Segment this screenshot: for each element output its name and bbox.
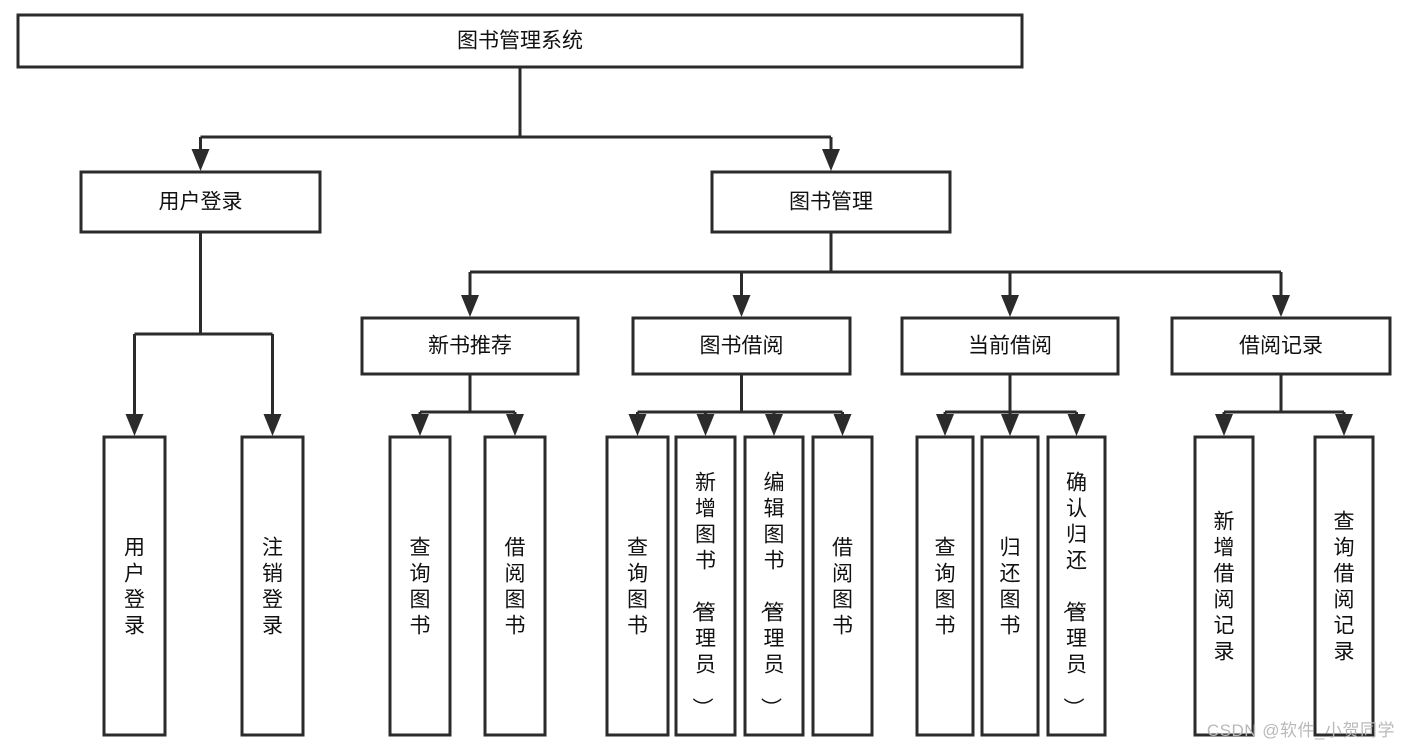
- node-leaf-借阅图书-3[interactable]: 借阅图书: [483, 435, 547, 737]
- node-leaf-查询借阅记录-12[interactable]: 查询借阅记录: [1313, 435, 1375, 737]
- arrow-to-leaf-3-1: [1001, 414, 1019, 436]
- node-label: 注销登录: [262, 536, 283, 637]
- node-l3-当前借阅-2[interactable]: 当前借阅: [900, 316, 1120, 376]
- node-box: [240, 435, 305, 737]
- node-box: [631, 316, 852, 376]
- node-box: [1170, 316, 1392, 376]
- arrow-to-leaf-3-0: [936, 414, 954, 436]
- node-box: [1313, 435, 1375, 737]
- arrow-to-leaf-0-1: [263, 414, 282, 436]
- connectors-layer: [125, 67, 1353, 436]
- node-box: [360, 316, 580, 376]
- arrow-to-leaf-2-2: [765, 414, 783, 436]
- node-leaf-用户登录-0[interactable]: 用户登录: [102, 435, 167, 737]
- node-label: 借阅图书: [832, 536, 853, 637]
- node-label: 查询借阅记录: [1334, 510, 1355, 663]
- node-label: 新书推荐: [428, 335, 512, 358]
- node-leaf-查询图书-2[interactable]: 查询图书: [388, 435, 452, 737]
- node-leaf-注销登录-1[interactable]: 注销登录: [240, 435, 305, 737]
- node-label: 借阅记录: [1239, 335, 1323, 358]
- node-box: [16, 13, 1024, 69]
- node-box: [79, 170, 322, 234]
- node-leaf-编辑图书管理员-6[interactable]: 编辑图书（管理员）: [743, 435, 805, 737]
- node-label: 查询图书: [627, 536, 648, 637]
- node-label: 编辑图书（管理员）: [759, 471, 785, 718]
- arrow-to-leaf-2-0: [628, 414, 647, 436]
- node-box: [980, 435, 1040, 737]
- arrow-to-leaf-1-1: [506, 414, 524, 436]
- arrow-to-leaf-0-0: [125, 414, 144, 436]
- arrow-to-leaf-2-3: [833, 414, 852, 436]
- node-box: [1193, 435, 1255, 737]
- node-box: [710, 170, 952, 234]
- node-box: [915, 435, 975, 737]
- arrow-root-to-l2-1: [822, 149, 840, 171]
- node-l3-图书借阅-1[interactable]: 图书借阅: [631, 316, 852, 376]
- node-label: 借阅图书: [505, 536, 526, 637]
- arrow-root-to-l2-0: [191, 149, 210, 171]
- node-l2-图书管理-1[interactable]: 图书管理: [710, 170, 952, 234]
- node-leaf-确认归还管理员-10[interactable]: 确认归还（管理员）: [1046, 435, 1107, 737]
- arrow-l2-to-l3-0: [461, 295, 479, 317]
- arrow-l2-to-l3-3: [1272, 295, 1290, 317]
- node-leaf-查询图书-8[interactable]: 查询图书: [915, 435, 975, 737]
- node-l2-用户登录-0[interactable]: 用户登录: [79, 170, 322, 234]
- node-box: [743, 435, 805, 737]
- node-box: [102, 435, 167, 737]
- node-label: 用户登录: [124, 536, 145, 637]
- node-leaf-查询图书-4[interactable]: 查询图书: [605, 435, 670, 737]
- node-box: [674, 435, 737, 737]
- node-label: 图书借阅: [700, 335, 784, 358]
- node-leaf-借阅图书-7[interactable]: 借阅图书: [811, 435, 874, 737]
- arrow-to-leaf-4-1: [1335, 414, 1353, 436]
- arrow-to-leaf-3-2: [1067, 414, 1086, 436]
- nodes-layer: 图书管理系统用户登录图书管理新书推荐图书借阅当前借阅借阅记录用户登录注销登录查询…: [16, 13, 1392, 737]
- arrow-l2-to-l3-1: [732, 295, 751, 317]
- node-box: [1046, 435, 1107, 737]
- arrow-l2-to-l3-2: [1001, 295, 1019, 317]
- node-l3-新书推荐-0[interactable]: 新书推荐: [360, 316, 580, 376]
- node-label: 确认归还（管理员）: [1061, 471, 1087, 718]
- node-leaf-新增图书管理员-5[interactable]: 新增图书（管理员）: [674, 435, 737, 737]
- node-leaf-归还图书-9[interactable]: 归还图书: [980, 435, 1040, 737]
- node-box: [900, 316, 1120, 376]
- node-box: [811, 435, 874, 737]
- node-label: 当前借阅: [968, 335, 1052, 358]
- arrow-to-leaf-2-1: [696, 414, 715, 436]
- node-label: 图书管理系统: [457, 30, 583, 53]
- node-root-图书管理系统-0[interactable]: 图书管理系统: [16, 13, 1024, 69]
- node-l3-借阅记录-3[interactable]: 借阅记录: [1170, 316, 1392, 376]
- arrow-to-leaf-4-0: [1215, 414, 1233, 436]
- node-label: 归还图书: [1000, 536, 1021, 637]
- node-label: 图书管理: [789, 191, 873, 214]
- node-box: [605, 435, 670, 737]
- node-label: 用户登录: [159, 191, 243, 214]
- node-label: 新增借阅记录: [1214, 510, 1235, 663]
- node-box: [388, 435, 452, 737]
- node-box: [483, 435, 547, 737]
- arrow-to-leaf-1-0: [411, 414, 429, 436]
- node-label: 新增图书（管理员）: [690, 471, 716, 718]
- node-label: 查询图书: [410, 536, 431, 637]
- node-label: 查询图书: [935, 536, 956, 637]
- node-leaf-新增借阅记录-11[interactable]: 新增借阅记录: [1193, 435, 1255, 737]
